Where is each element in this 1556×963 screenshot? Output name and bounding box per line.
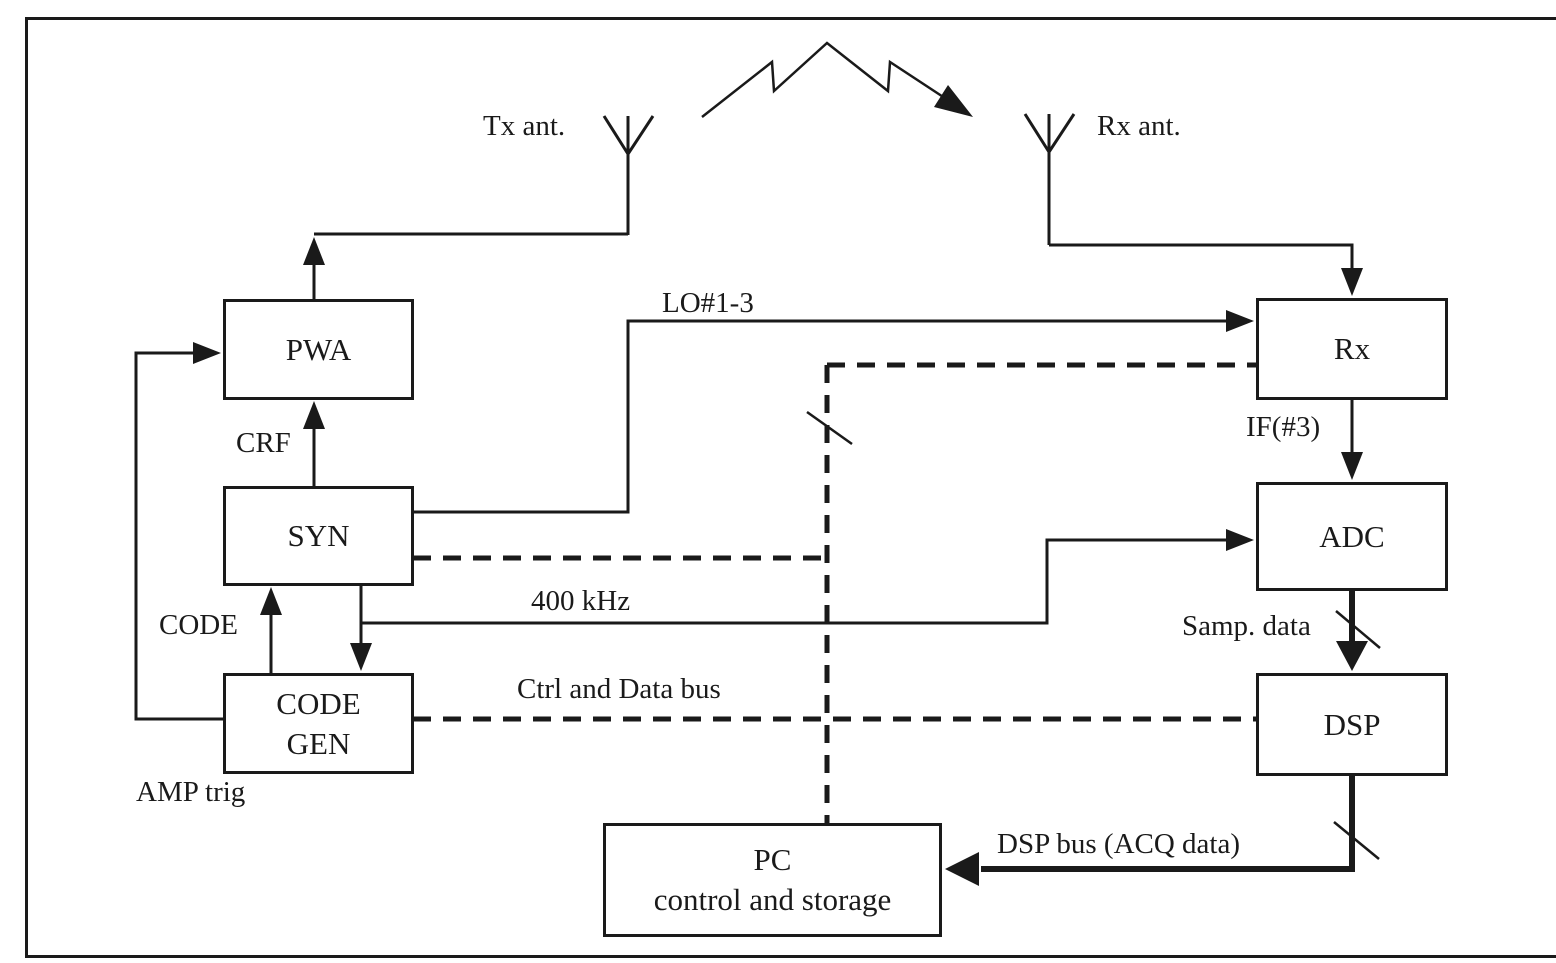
arrow-down-rx-feed bbox=[1341, 268, 1363, 296]
figure-border bbox=[25, 17, 1556, 958]
label-ctrl-bus: Ctrl and Data bus bbox=[517, 673, 721, 705]
label-code: CODE bbox=[159, 609, 238, 641]
block-pc-line1: PC bbox=[753, 842, 792, 878]
arrow-right-lo bbox=[1226, 310, 1254, 332]
bus-slash-ticks bbox=[806, 410, 1381, 860]
label-rx-ant: Rx ant. bbox=[1097, 110, 1181, 142]
label-khz400: 400 kHz bbox=[531, 585, 631, 617]
block-pc-line2: control and storage bbox=[653, 882, 892, 917]
block-code-gen: CODE GEN bbox=[223, 673, 414, 774]
radio-wave-arrowhead bbox=[934, 85, 973, 117]
label-crf: CRF bbox=[236, 427, 291, 459]
block-pwa-label: PWA bbox=[285, 331, 352, 367]
bus-slash-middle bbox=[806, 410, 853, 446]
bus-slash-dspbus bbox=[1333, 821, 1380, 860]
bus-slash-sampdata bbox=[1335, 610, 1381, 649]
block-pc: PC control and storage bbox=[603, 823, 942, 937]
arrow-left-dsp-pc bbox=[945, 852, 979, 886]
arrow-up-code bbox=[260, 587, 282, 615]
thick-bus-connectors bbox=[981, 590, 1355, 872]
label-if3: IF(#3) bbox=[1246, 411, 1321, 443]
rx-feed-line bbox=[1049, 243, 1354, 270]
block-syn-label: SYN bbox=[287, 518, 350, 554]
arrow-up-pwa-top bbox=[303, 237, 325, 265]
radio-wave-zigzag bbox=[701, 41, 961, 118]
dsp-to-pc-line bbox=[981, 775, 1355, 872]
block-dsp-label: DSP bbox=[1323, 706, 1381, 742]
block-adc: ADC bbox=[1256, 482, 1448, 591]
arrow-right-khz400 bbox=[1226, 529, 1254, 551]
khz400-line bbox=[361, 538, 1228, 625]
lo-line bbox=[413, 319, 1228, 514]
block-code-gen-line2: GEN bbox=[286, 725, 351, 761]
block-rx: Rx bbox=[1256, 298, 1448, 400]
solid-connectors bbox=[134, 113, 1354, 721]
label-tx-ant: Tx ant. bbox=[483, 110, 566, 142]
block-dsp: DSP bbox=[1256, 673, 1448, 776]
block-rx-label: Rx bbox=[1333, 331, 1371, 367]
block-syn: SYN bbox=[223, 486, 414, 586]
rx-antenna-icon bbox=[1023, 113, 1076, 245]
tx-antenna-icon bbox=[602, 115, 655, 235]
label-lo: LO#1-3 bbox=[662, 287, 754, 319]
arrow-up-crf bbox=[303, 401, 325, 429]
amp-trig-line bbox=[134, 351, 223, 721]
label-amp-trig: AMP trig bbox=[136, 776, 246, 808]
arrow-down-if bbox=[1341, 452, 1363, 480]
arrowheads bbox=[193, 237, 1368, 886]
label-samp-data: Samp. data bbox=[1182, 610, 1311, 642]
block-code-gen-line1: CODE bbox=[276, 685, 361, 721]
block-pwa: PWA bbox=[223, 299, 414, 400]
dashed-bus-connectors bbox=[413, 362, 1256, 823]
arrow-down-adc-dsp bbox=[1336, 641, 1368, 671]
arrow-down-syn-codegen bbox=[350, 643, 372, 671]
arrow-right-amp-trig bbox=[193, 342, 221, 364]
label-dsp-bus: DSP bus (ACQ data) bbox=[997, 828, 1241, 860]
block-adc-label: ADC bbox=[1319, 518, 1385, 554]
